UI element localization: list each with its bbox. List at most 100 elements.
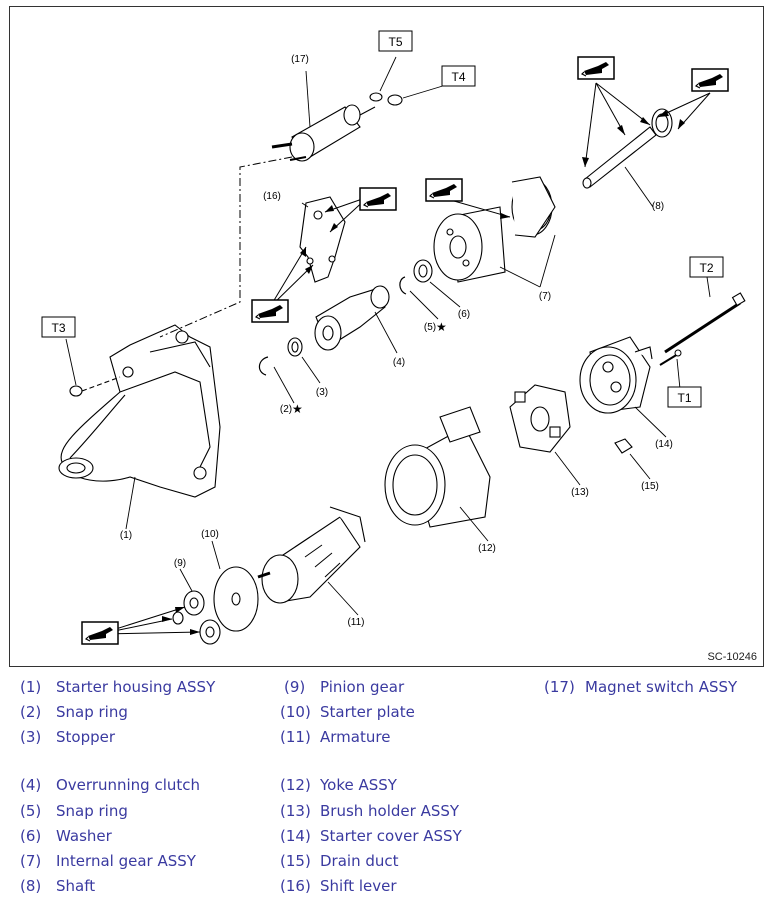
star-mark-5: ★ <box>436 320 447 334</box>
legend-item: (1) Starter housing ASSY <box>20 678 215 696</box>
callout-1: (1) <box>120 530 132 541</box>
legend-number: (5) <box>20 802 42 820</box>
callout-12: (12) <box>478 543 496 554</box>
legend-number: (15) <box>280 852 311 870</box>
grease-symbol-icon <box>359 187 397 211</box>
legend-item: (9) Pinion gear <box>284 678 404 696</box>
torque-box-t5: T5 <box>378 30 413 52</box>
armature-part <box>257 506 366 604</box>
pinion-gears-part <box>172 590 221 645</box>
legend-number: (3) <box>20 728 42 746</box>
legend-number: (6) <box>20 827 42 845</box>
overrunning-clutch-part <box>314 285 390 351</box>
legend-item: (14)Starter cover ASSY <box>280 827 462 845</box>
legend-item: (5) Snap ring <box>20 802 128 820</box>
grease-symbol-icon <box>691 68 729 92</box>
legend-item: (16) Shift lever <box>280 877 397 895</box>
legend-item: (10) Starter plate <box>280 703 415 721</box>
callout-10: (10) <box>201 529 219 540</box>
legend-number: (1) <box>20 678 42 696</box>
legend-name: Yoke ASSY <box>320 776 397 794</box>
figure-code: SC-10246 <box>707 651 757 663</box>
legend-item: (6) Washer <box>20 827 112 845</box>
torque-label-t1: T1 <box>677 391 691 405</box>
legend-name: Brush holder ASSY <box>320 802 460 820</box>
legend-number: (2) <box>20 703 42 721</box>
legend-name: Snap ring <box>56 703 128 721</box>
legend-number: (9) <box>284 678 306 696</box>
t2-bolt-part <box>664 292 746 354</box>
starter-plate-part <box>213 566 259 632</box>
legend-item: (11) Armature <box>280 728 390 746</box>
callout-15: (15) <box>641 481 659 492</box>
torque-label-t2: T2 <box>699 261 713 275</box>
legend-number: (16) <box>280 877 311 895</box>
callout-17: (17) <box>291 54 309 65</box>
legend-item: (12) Yoke ASSY <box>280 776 397 794</box>
callout-8: (8) <box>652 201 664 212</box>
legend-name: Snap ring <box>56 802 128 820</box>
starter-cover-part <box>579 336 653 414</box>
grease-symbol-icon <box>251 299 289 323</box>
callout-5: (5) <box>424 322 436 333</box>
legend-name: Starter cover ASSY <box>320 827 462 845</box>
legend-number: (10) <box>280 703 311 721</box>
legend-item: (3)Stopper <box>20 728 115 746</box>
snap-ring-5-part <box>399 276 407 295</box>
legend-name: Magnet switch ASSY <box>585 678 738 696</box>
torque-label-t4: T4 <box>451 70 465 84</box>
callout-4: (4) <box>393 357 405 368</box>
arrowheads <box>162 110 685 635</box>
exploded-diagram: T5 T4 T3 T2 T1 (1) (2) (3) (4) (5) (6) (… <box>9 6 764 667</box>
torque-box-t3: T3 <box>41 316 76 338</box>
grease-symbol-icon <box>577 56 615 80</box>
magnet-switch-part <box>271 92 403 162</box>
callout-3: (3) <box>316 387 328 398</box>
callout-14: (14) <box>655 439 673 450</box>
legend-item: (13)Brush holder ASSY <box>280 802 459 820</box>
callout-13: (13) <box>571 487 589 498</box>
grease-symbol-icon <box>81 621 119 645</box>
callout-6: (6) <box>458 309 470 320</box>
brush-holder-part <box>509 384 571 453</box>
legend-item: (17) Magnet switch ASSY <box>544 678 737 696</box>
t1-screw-part <box>659 349 682 366</box>
legend-number: (12) <box>280 776 311 794</box>
legend-name: Overrunning clutch <box>56 776 201 794</box>
legend-number: (17) <box>544 678 575 696</box>
legend-item: (7)Internal gear ASSY <box>20 852 196 870</box>
t3-nut <box>69 376 121 397</box>
legend-name: Starter plate <box>320 703 415 721</box>
snap-ring-2-part <box>258 356 269 376</box>
legend-item: (15) Drain duct <box>280 852 399 870</box>
torque-box-t1: T1 <box>667 386 702 408</box>
starter-housing-part <box>58 324 221 498</box>
parts-legend: (1) Starter housing ASSY (2) Snap ring (3)… <box>0 672 772 903</box>
callout-2: (2) <box>280 404 292 415</box>
legend-number: (11) <box>280 728 311 746</box>
legend-name: Shaft <box>56 877 96 895</box>
leader-lines <box>65 56 711 616</box>
legend-name: Drain duct <box>320 852 399 870</box>
drain-duct-part <box>614 438 633 454</box>
callout-9: (9) <box>174 558 186 569</box>
torque-box-t4: T4 <box>441 65 476 87</box>
legend-name: Washer <box>56 827 112 845</box>
legend-name: Shift lever <box>320 877 397 895</box>
center-line <box>159 156 293 338</box>
grease-symbol-icon <box>425 178 463 202</box>
shaft-part <box>582 108 673 189</box>
diagram-canvas: T5 T4 T3 T2 T1 (1) (2) (3) (4) (5) (6) (… <box>41 30 746 645</box>
legend-number: (4) <box>20 776 42 794</box>
legend-name: Pinion gear <box>320 678 405 696</box>
legend-number: (8) <box>20 877 42 895</box>
shift-lever-part <box>299 196 346 283</box>
callout-7: (7) <box>539 291 551 302</box>
legend-name: Starter housing ASSY <box>56 678 216 696</box>
legend-number: (7) <box>20 852 42 870</box>
torque-box-t2: T2 <box>689 256 724 278</box>
stopper-part <box>287 337 303 357</box>
legend-name: Armature <box>320 728 391 746</box>
yoke-part <box>384 406 491 528</box>
torque-label-t3: T3 <box>51 321 65 335</box>
